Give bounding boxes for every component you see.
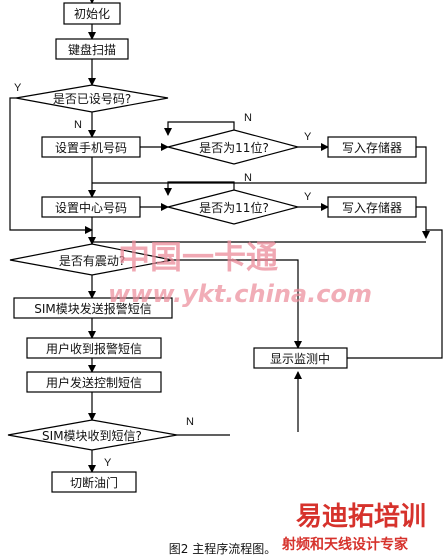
corner-brand-name: 易迪拓培训 [296, 502, 426, 532]
label-n-number-set: N [74, 119, 82, 131]
label-y-sim-received: Y [104, 457, 112, 469]
user-send-control-text: 用户发送控制短信 [46, 375, 142, 390]
write-memory-2-text: 写入存储器 [342, 200, 402, 215]
sim-received-check-text: SIM模块收到短信? [42, 429, 142, 443]
init-box [63, 2, 121, 25]
set-center-box [41, 196, 141, 218]
label-y-number-set: Y [14, 82, 22, 94]
init-text: 初始化 [74, 7, 110, 21]
figure-caption: 图2 主程序流程图。 [168, 542, 277, 556]
phone-11-check-text: 是否为11位? [199, 140, 269, 155]
sim-send-alarm-box [13, 297, 173, 319]
center-11-check-text: 是否为11位? [199, 200, 269, 215]
write-memory-1-text: 写入存储器 [342, 140, 402, 155]
label-y-phone-check: Y [304, 131, 312, 143]
user-receive-alarm-text: 用户收到报警短信 [46, 341, 142, 356]
corner-brand-tagline: 射频和天线设计专家 [281, 536, 409, 553]
watermark-url: www.ykt.china.com [108, 280, 372, 308]
show-monitoring-box [253, 347, 348, 369]
sim-send-alarm-text: SIM模块发送报警短信 [34, 301, 152, 316]
label-y-center-check: Y [304, 191, 312, 203]
write-memory-2-box [327, 196, 417, 218]
write-memory-1-box [327, 136, 417, 158]
user-send-control-box [26, 371, 162, 393]
number-set-check-diamond [15, 84, 169, 113]
label-n-center-check: N [244, 172, 252, 184]
user-receive-alarm-box [26, 337, 162, 359]
set-center-text: 设置中心号码 [55, 200, 127, 215]
phone-11-check-diamond [167, 129, 301, 165]
label-n-phone-check: N [244, 112, 252, 124]
show-monitoring-text: 显示监测中 [270, 351, 330, 366]
watermark-cn: 中国一卡通 [118, 238, 278, 276]
set-phone-text: 设置手机号码 [55, 141, 127, 155]
vibration-check-diamond [9, 243, 173, 276]
keyboard-scan-box [55, 38, 129, 60]
sim-received-check-diamond [7, 419, 178, 451]
label-n-sim-received: N [186, 416, 194, 428]
number-set-check-text: 是否已设号码? [53, 92, 131, 106]
keyboard-scan-text: 键盘扫描 [68, 42, 116, 57]
cut-oil-text: 切断油门 [70, 475, 118, 490]
vibration-check-text: 是否有震动? [59, 254, 125, 268]
center-11-check-diamond [167, 189, 301, 225]
cut-oil-box [51, 471, 137, 493]
set-phone-box [41, 136, 141, 158]
